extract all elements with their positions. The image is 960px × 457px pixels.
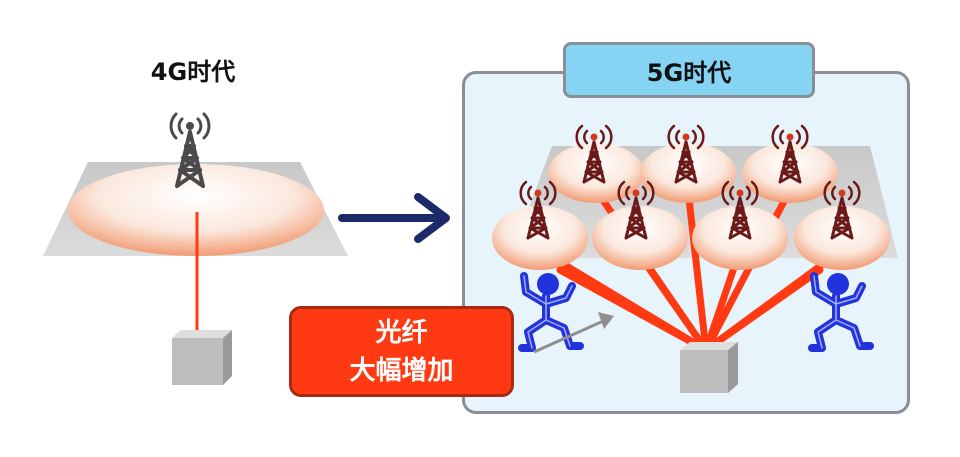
5g-era-label: 5G时代: [563, 42, 815, 98]
fiber-increase-callout: 光纤 大幅增加: [289, 306, 514, 397]
5g-era-title: 5G时代: [646, 58, 732, 87]
transition-arrow-icon: [338, 193, 450, 243]
5g-base-station-icon: [680, 342, 738, 393]
callout-line-1: 光纤: [375, 317, 428, 348]
pointer-arrow-icon: [533, 312, 614, 354]
4g-era-title: 4G时代: [150, 58, 236, 86]
5g-cell: [592, 206, 688, 270]
4g-base-station-icon: [172, 330, 232, 385]
user-person-icon: [812, 273, 870, 348]
5g-cell: [692, 206, 788, 270]
5g-cell: [492, 206, 588, 270]
4g-coverage-cell: [68, 164, 324, 256]
5g-cell: [794, 206, 890, 270]
callout-line-2: 大幅增加: [349, 355, 454, 386]
